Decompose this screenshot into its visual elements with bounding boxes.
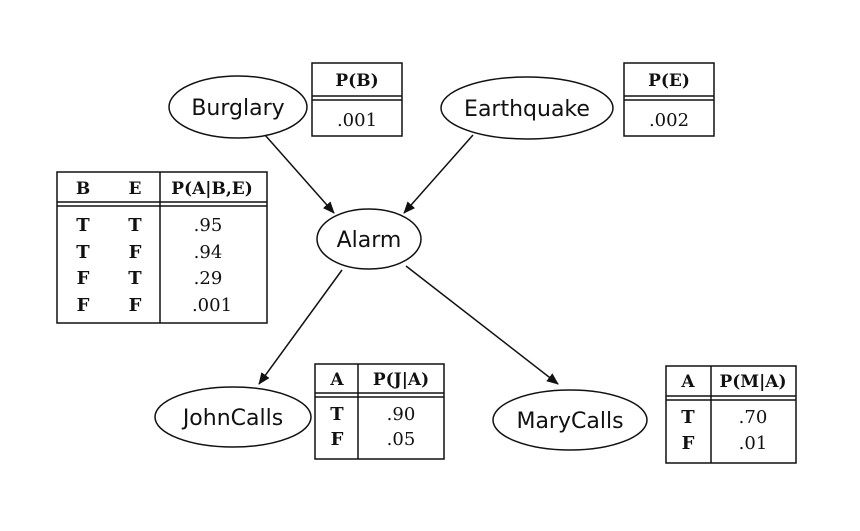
cpt-johncalls-cell: .90 <box>387 404 416 425</box>
cpt-alarm-cell: F <box>129 242 142 263</box>
cpt-alarm-cell: T <box>128 268 142 289</box>
cpt-alarm-cell: T <box>128 215 142 236</box>
cpt-marycalls-header-a: A <box>680 372 695 392</box>
node-marycalls: MaryCalls <box>492 389 648 451</box>
edge-alarm-marycalls <box>405 265 559 385</box>
node-burglary: Burglary <box>168 75 308 139</box>
cpt-alarm-cell: F <box>77 295 90 316</box>
cpt-marycalls: A P(M|A) T .70 F .01 <box>665 365 797 464</box>
cpt-burglary-header: P(B) <box>335 71 378 91</box>
cpt-alarm-cell: .29 <box>194 268 223 289</box>
cpt-alarm-header-e: E <box>129 179 142 199</box>
node-johncalls-label: JohnCalls <box>181 406 283 431</box>
cpt-marycalls-cell: .70 <box>739 407 768 428</box>
cpt-alarm-header-prob: P(A|B,E) <box>171 179 253 199</box>
cpt-marycalls-header-prob: P(M|A) <box>719 372 786 392</box>
cpt-alarm-cell: .95 <box>194 215 223 236</box>
node-alarm-label: Alarm <box>337 228 402 253</box>
node-earthquake-label: Earthquake <box>464 97 590 122</box>
node-earthquake: Earthquake <box>440 76 614 140</box>
cpt-marycalls-cell: F <box>682 433 695 454</box>
cpt-alarm-cell: .94 <box>194 242 223 263</box>
cpt-alarm-cell: T <box>76 215 90 236</box>
cpt-alarm-cell: F <box>129 295 142 316</box>
cpt-alarm-cell: F <box>77 268 90 289</box>
cpt-johncalls-header-prob: P(J|A) <box>373 370 429 390</box>
node-alarm: Alarm <box>316 208 422 270</box>
edge-alarm-johncalls <box>258 269 343 385</box>
cpt-alarm: B E P(A|B,E) T T .95 T F .94 F T .29 F F… <box>56 171 268 324</box>
node-burglary-label: Burglary <box>191 96 284 121</box>
edge-earthquake-alarm <box>403 134 474 214</box>
cpt-alarm-header-b: B <box>76 179 90 199</box>
cpt-johncalls: A P(J|A) T .90 F .05 <box>314 363 445 460</box>
cpt-burglary-value: .001 <box>337 110 377 131</box>
cpt-burglary: P(B) .001 <box>311 62 403 137</box>
cpt-marycalls-cell: .01 <box>739 433 768 454</box>
cpt-marycalls-cell: T <box>681 407 695 428</box>
cpt-johncalls-cell: T <box>330 404 344 425</box>
cpt-johncalls-header-a: A <box>329 370 344 390</box>
cpt-alarm-cell: T <box>76 242 90 263</box>
cpt-earthquake-value: .002 <box>649 110 689 131</box>
cpt-johncalls-cell: .05 <box>387 429 416 450</box>
node-johncalls: JohnCalls <box>154 386 312 448</box>
cpt-earthquake-header: P(E) <box>648 71 690 91</box>
cpt-earthquake: P(E) .002 <box>623 62 715 137</box>
edge-burglary-alarm <box>264 134 335 214</box>
cpt-alarm-cell: .001 <box>192 295 232 316</box>
node-marycalls-label: MaryCalls <box>516 409 623 434</box>
cpt-johncalls-cell: F <box>331 429 344 450</box>
